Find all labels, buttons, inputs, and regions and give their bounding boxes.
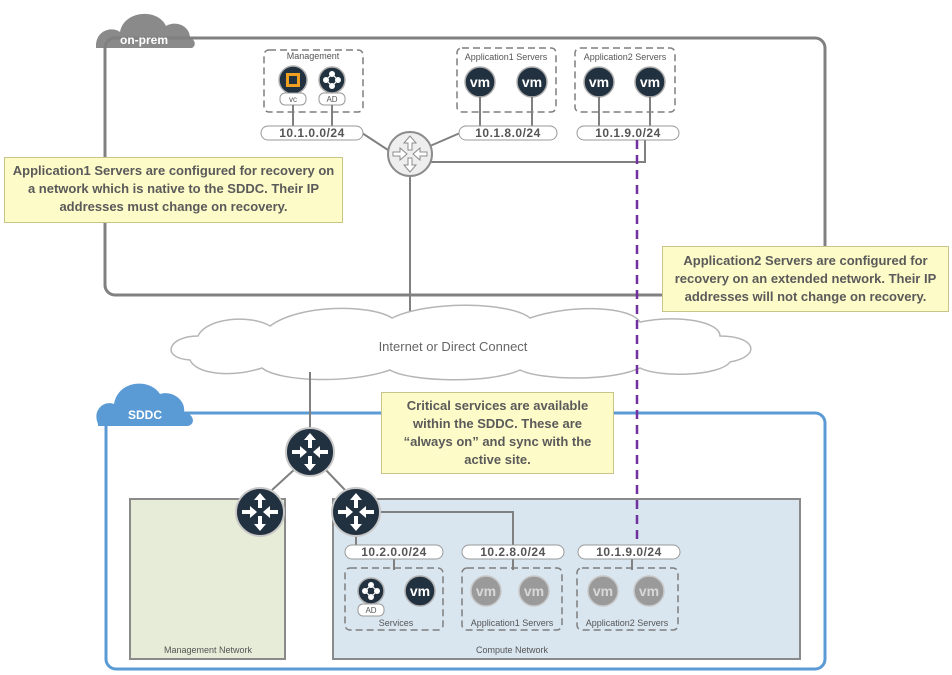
svg-text:vm: vm: [470, 74, 490, 90]
onprem-management-group: [263, 49, 364, 113]
sddc-app2-title: Application2 Servers: [586, 618, 669, 628]
onprem-app1-vm-icon: vm: [516, 66, 548, 98]
svg-text:vm: vm: [476, 583, 496, 599]
onprem-app2-title: Application2 Servers: [584, 52, 667, 62]
sddc-ad-label-box: [357, 603, 385, 617]
svg-text:vm: vm: [593, 583, 613, 599]
sddc-subnet-pill: 10.2.0.0/24: [344, 544, 444, 560]
sddc-app1-vm-icon: vm: [470, 575, 502, 607]
internet-label: Internet or Direct Connect: [379, 339, 528, 354]
sddc-label: SDDC: [128, 408, 162, 422]
onprem-app1-title: Application1 Servers: [465, 52, 548, 62]
svg-text:10.1.0.0/24: 10.1.0.0/24: [279, 126, 345, 140]
ad-label: AD: [326, 95, 337, 104]
sddc-app2-vm-icon: vm: [587, 575, 619, 607]
svg-text:vm: vm: [524, 583, 544, 599]
onprem-label: on-prem: [120, 33, 168, 47]
sddc-links: [271, 372, 633, 570]
management-network-label: Management Network: [164, 645, 253, 655]
sddc-app1-vm-icon: vm: [518, 575, 550, 607]
sddc-services-title: Services: [379, 618, 414, 628]
sddc-ad-server-icon: [357, 577, 385, 605]
sddc-edge-router-icon: [285, 427, 335, 477]
onprem-management-title: Management: [287, 51, 340, 61]
onprem-subnet-pill: 10.1.8.0/24: [458, 125, 558, 141]
app1-recovery-note: Application1 Servers are configured for …: [4, 157, 343, 223]
svg-text:vm: vm: [589, 74, 609, 90]
sddc-app2-group: [576, 567, 679, 631]
svg-text:10.1.9.0/24: 10.1.9.0/24: [596, 545, 662, 559]
onprem-app2-vm-icon: vm: [634, 66, 666, 98]
svg-text:10.1.8.0/24: 10.1.8.0/24: [475, 126, 541, 140]
onprem-app2-vm-icon: vm: [583, 66, 615, 98]
onprem-subnet-pill: 10.1.0.0/24: [260, 125, 364, 141]
sddc-app2-vm-icon: vm: [633, 575, 665, 607]
app2-recovery-note: Application2 Servers are configured for …: [662, 246, 949, 312]
onprem-subnet-pill: 10.1.9.0/24: [576, 125, 680, 141]
sddc-app1-group: [461, 567, 563, 631]
onprem-router-icon: [387, 131, 433, 177]
sddc-subnet-pill: 10.2.8.0/24: [461, 544, 565, 560]
internet-cloud: [170, 304, 752, 381]
svg-text:10.2.8.0/24: 10.2.8.0/24: [480, 545, 546, 559]
sddc-services-vm-icon: vm: [404, 575, 436, 607]
vc-label: vc: [289, 95, 297, 104]
sddc-ad-label: AD: [365, 606, 376, 615]
svg-text:10.1.9.0/24: 10.1.9.0/24: [595, 126, 661, 140]
sddc-cloud-badge: [96, 383, 193, 426]
sddc-subnet-pill: 10.1.9.0/24: [577, 544, 681, 560]
vcenter-icon: [278, 65, 308, 95]
svg-text:vm: vm: [410, 583, 430, 599]
svg-text:vm: vm: [639, 583, 659, 599]
svg-text:vm: vm: [640, 74, 660, 90]
compute-gateway-router-icon: [331, 487, 381, 537]
onprem-app1-group: [456, 47, 557, 113]
svg-text:vm: vm: [522, 74, 542, 90]
ad-server-icon: [318, 66, 346, 94]
sddc-app1-title: Application1 Servers: [471, 618, 554, 628]
onprem-app2-group: [574, 47, 676, 113]
sddc-services-group: [344, 567, 444, 631]
onprem-app1-vm-icon: vm: [464, 66, 496, 98]
onprem-links: [292, 97, 651, 320]
compute-network-label: Compute Network: [476, 645, 549, 655]
svg-text:10.2.0.0/24: 10.2.0.0/24: [361, 545, 427, 559]
critical-services-note: Critical services are available within t…: [381, 392, 614, 474]
management-gateway-router-icon: [235, 487, 285, 537]
compute-network-area: [332, 498, 801, 660]
